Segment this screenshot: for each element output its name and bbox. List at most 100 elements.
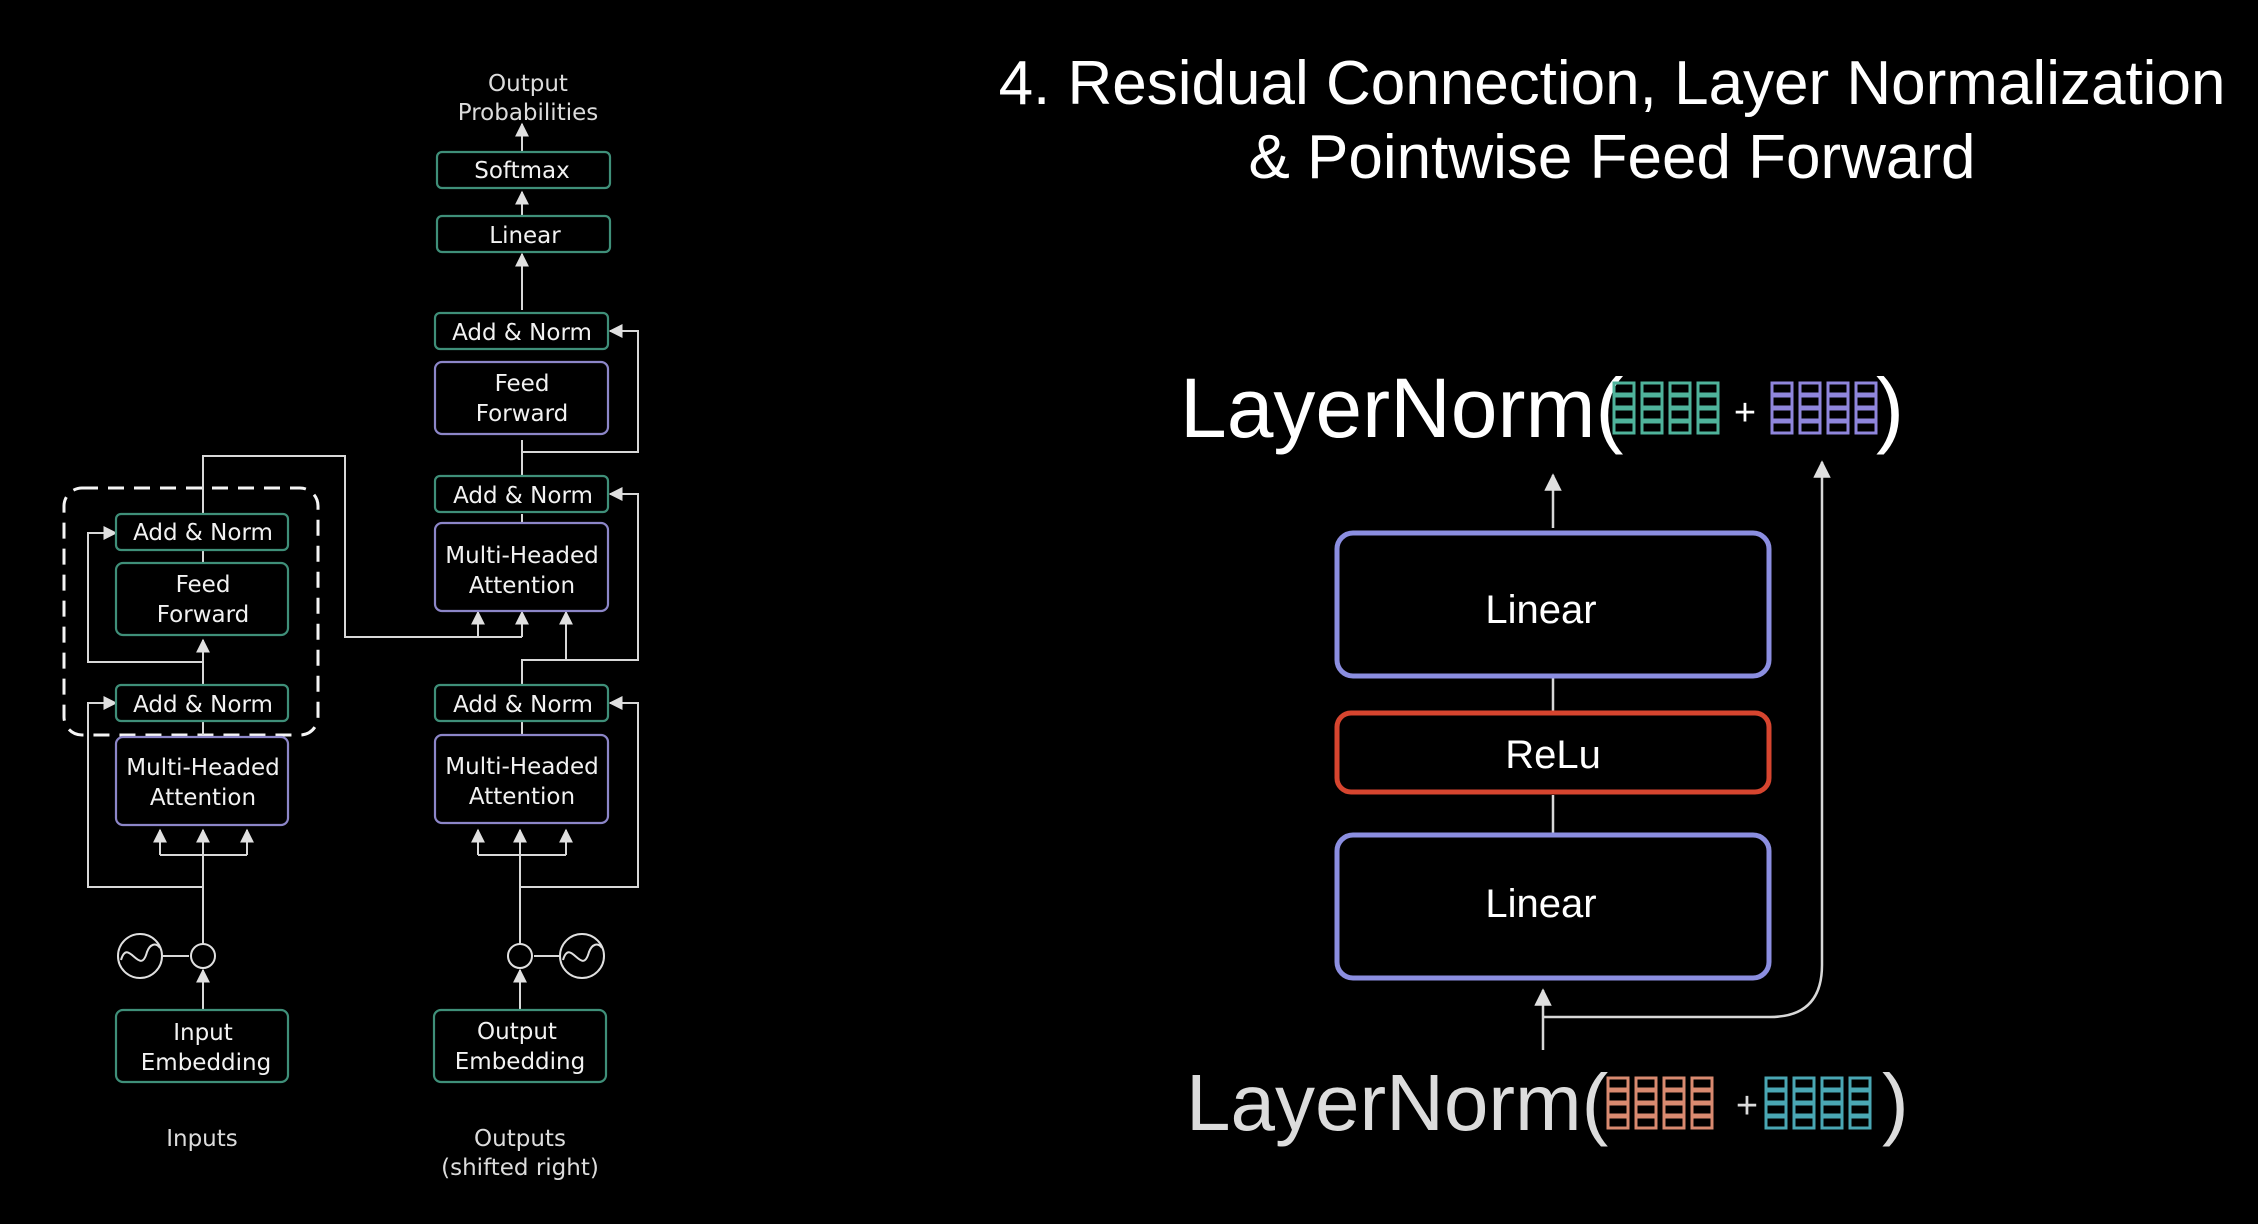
purple-vector-column (1798, 381, 1822, 435)
orange-vector-column (1690, 1076, 1714, 1130)
top-layernorm-text: LayerNorm( (1180, 361, 1623, 455)
cyan-vector-column (1764, 1076, 1788, 1130)
linear-label: Linear (489, 223, 561, 249)
orange-vector-cell (1662, 1076, 1686, 1091)
orange-vector-cell (1606, 1115, 1630, 1130)
purple-vector-cell (1854, 381, 1878, 396)
feed-forward-label-1: Feed (495, 371, 550, 397)
purple-vector-cell (1854, 394, 1878, 409)
teal-vector-cell (1696, 407, 1720, 422)
cyan-vector-cell (1820, 1089, 1844, 1104)
orange-vector-cell (1634, 1089, 1658, 1104)
feed-forward-label-1: Feed (176, 572, 231, 598)
orange-vector-cell (1634, 1076, 1658, 1091)
purple-vector-cell (1770, 381, 1794, 396)
purple-vector-cell (1798, 420, 1822, 435)
mha-label-1: Multi-Headed (445, 543, 598, 569)
cyan-vector-group (1764, 1076, 1872, 1130)
teal-vector-column (1640, 381, 1664, 435)
teal-vector-cell (1668, 407, 1692, 422)
orange-vector-cell (1634, 1102, 1658, 1117)
encoder-add-norm-bottom: Add & Norm (114, 683, 290, 723)
transformer-diagram: Add & Norm Feed Forward Add & Norm Multi… (62, 71, 639, 1181)
orange-vector-cell (1606, 1102, 1630, 1117)
encoder-feed-forward: Feed Forward (114, 561, 290, 637)
linear-block-bottom: Linear (1334, 832, 1772, 981)
relu-label: ReLu (1505, 733, 1601, 777)
purple-vector-cell (1798, 394, 1822, 409)
mha-label-2: Attention (469, 573, 575, 599)
cyan-vector-cell (1848, 1089, 1872, 1104)
purple-vector-group (1770, 381, 1878, 435)
linear-top-label: Linear (1485, 588, 1596, 632)
top-plus: + (1734, 392, 1756, 434)
decoder-add-norm-2: Add & Norm (433, 474, 610, 514)
softmax-box: Softmax (435, 150, 612, 190)
orange-vector-column (1606, 1076, 1630, 1130)
teal-vector-column (1696, 381, 1720, 435)
cyan-vector-cell (1792, 1076, 1816, 1091)
teal-vector-cell (1612, 420, 1636, 435)
decoder-feed-forward: Feed Forward (433, 360, 610, 436)
teal-vector-cell (1612, 407, 1636, 422)
cyan-vector-cell (1820, 1076, 1844, 1091)
feed-forward-label-2: Forward (476, 401, 569, 427)
purple-vector-cell (1826, 381, 1850, 396)
relu-block: ReLu (1334, 710, 1772, 795)
orange-vector-cell (1634, 1115, 1658, 1130)
orange-vector-cell (1662, 1115, 1686, 1130)
feed-forward-label-2: Forward (157, 602, 250, 628)
output-probabilities-label: Output Probabilities (458, 71, 599, 126)
svg-text:Outputs: Outputs (474, 1126, 566, 1152)
purple-vector-column (1770, 381, 1794, 435)
linear-bottom-label: Linear (1485, 882, 1596, 926)
mha-label-2: Attention (150, 785, 256, 811)
add-norm-label: Add & Norm (453, 692, 593, 718)
purple-vector-cell (1770, 420, 1794, 435)
slide-title: 4. Residual Connection, Layer Normalizat… (999, 49, 2226, 192)
cyan-vector-cell (1792, 1115, 1816, 1130)
cyan-vector-column (1848, 1076, 1872, 1130)
teal-vector-cell (1640, 407, 1664, 422)
teal-vector-cell (1640, 420, 1664, 435)
orange-vector-group (1606, 1076, 1714, 1130)
purple-vector-column (1854, 381, 1878, 435)
teal-vector-column (1612, 381, 1636, 435)
teal-vector-cell (1640, 381, 1664, 396)
teal-vector-cell (1668, 420, 1692, 435)
input-embedding-label-1: Input (173, 1020, 233, 1046)
cyan-vector-cell (1848, 1076, 1872, 1091)
encoder-add-norm-top: Add & Norm (114, 512, 290, 552)
encoder-highlight-dashed (62, 486, 320, 737)
svg-text:Probabilities: Probabilities (458, 100, 599, 126)
purple-vector-cell (1854, 407, 1878, 422)
cyan-vector-cell (1764, 1115, 1788, 1130)
orange-vector-cell (1606, 1089, 1630, 1104)
transformer-wires (87, 122, 639, 1083)
positional-encoding-encoder (117, 933, 216, 979)
purple-vector-cell (1826, 394, 1850, 409)
orange-vector-column (1634, 1076, 1658, 1130)
orange-vector-cell (1690, 1089, 1714, 1104)
svg-text:Output: Output (488, 71, 568, 97)
add-norm-label: Add & Norm (133, 692, 273, 718)
purple-vector-cell (1770, 394, 1794, 409)
cyan-vector-cell (1764, 1076, 1788, 1091)
svg-text:(shifted right): (shifted right) (441, 1155, 599, 1181)
cyan-vector-cell (1820, 1102, 1844, 1117)
outputs-label: Outputs (shifted right) (441, 1126, 599, 1181)
add-norm-label: Add & Norm (452, 320, 592, 346)
purple-vector-cell (1826, 407, 1850, 422)
cyan-vector-column (1792, 1076, 1816, 1130)
title-line-2: & Pointwise Feed Forward (1248, 123, 1975, 192)
orange-vector-cell (1690, 1076, 1714, 1091)
title-line-1: 4. Residual Connection, Layer Normalizat… (999, 49, 2226, 118)
softmax-label: Softmax (474, 158, 570, 184)
decoder-masked-attention: Multi-Headed Attention (433, 733, 610, 825)
decoder-add-norm-1: Add & Norm (433, 683, 610, 723)
mha-label-2: Attention (469, 784, 575, 810)
orange-vector-column (1662, 1076, 1686, 1130)
orange-vector-cell (1690, 1115, 1714, 1130)
cyan-vector-column (1820, 1076, 1844, 1130)
teal-vector-cell (1668, 381, 1692, 396)
